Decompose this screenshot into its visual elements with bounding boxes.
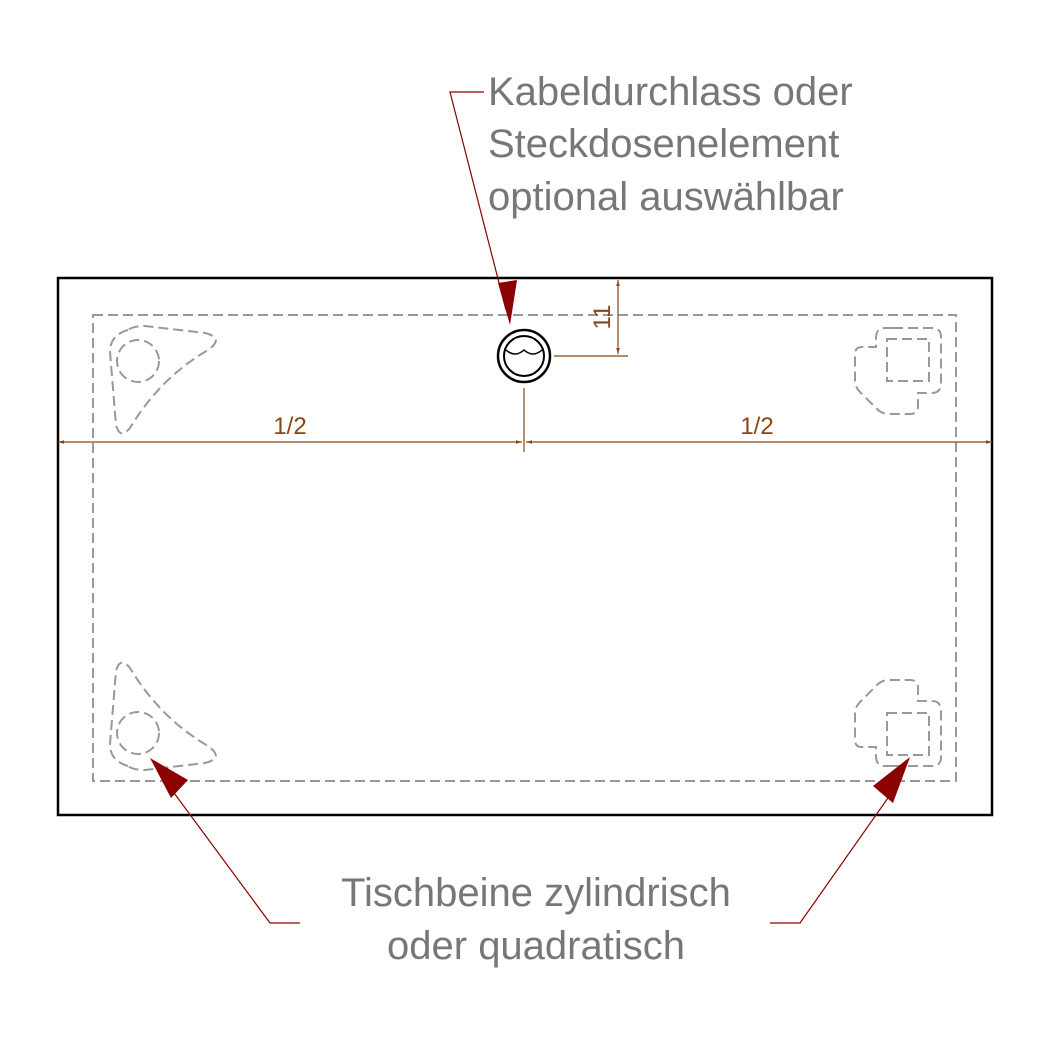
leg-bracket-bottom-right bbox=[854, 679, 942, 767]
dimension-half-width bbox=[58, 388, 992, 452]
outlet-label-line-1: Kabeldurchlass oder bbox=[488, 70, 853, 114]
dimension-offset-label: 11 bbox=[589, 305, 616, 330]
leader-leg-right bbox=[770, 757, 910, 924]
dimension-offset bbox=[554, 280, 628, 357]
frame-hidden-outline bbox=[92, 314, 957, 782]
leg-bracket-bottom-left bbox=[108, 661, 217, 772]
leg-bracket-top-right bbox=[854, 327, 942, 415]
legs-label-line-1: Tischbeine zylindrisch bbox=[341, 871, 731, 915]
leader-leg-left bbox=[150, 758, 300, 924]
leg-square-top-right bbox=[886, 338, 930, 382]
leader-outlet bbox=[449, 91, 517, 325]
outlet-label-line-3: optional auswählbar bbox=[488, 175, 844, 219]
dimension-right-half-label: 1/2 bbox=[740, 413, 773, 440]
table-top-outline bbox=[56, 276, 994, 817]
dimension-left-half-label: 1/2 bbox=[273, 413, 306, 440]
leg-bracket-top-left bbox=[108, 324, 217, 435]
legs-label-line-2: oder quadratisch bbox=[387, 924, 685, 968]
leg-cylinder-bottom-left bbox=[116, 711, 160, 755]
outlet-label-line-2: Steckdosenelement bbox=[488, 122, 839, 166]
cable-outlet bbox=[496, 328, 552, 384]
leg-cylinder-top-left bbox=[116, 339, 160, 383]
leg-square-bottom-right bbox=[886, 712, 930, 756]
